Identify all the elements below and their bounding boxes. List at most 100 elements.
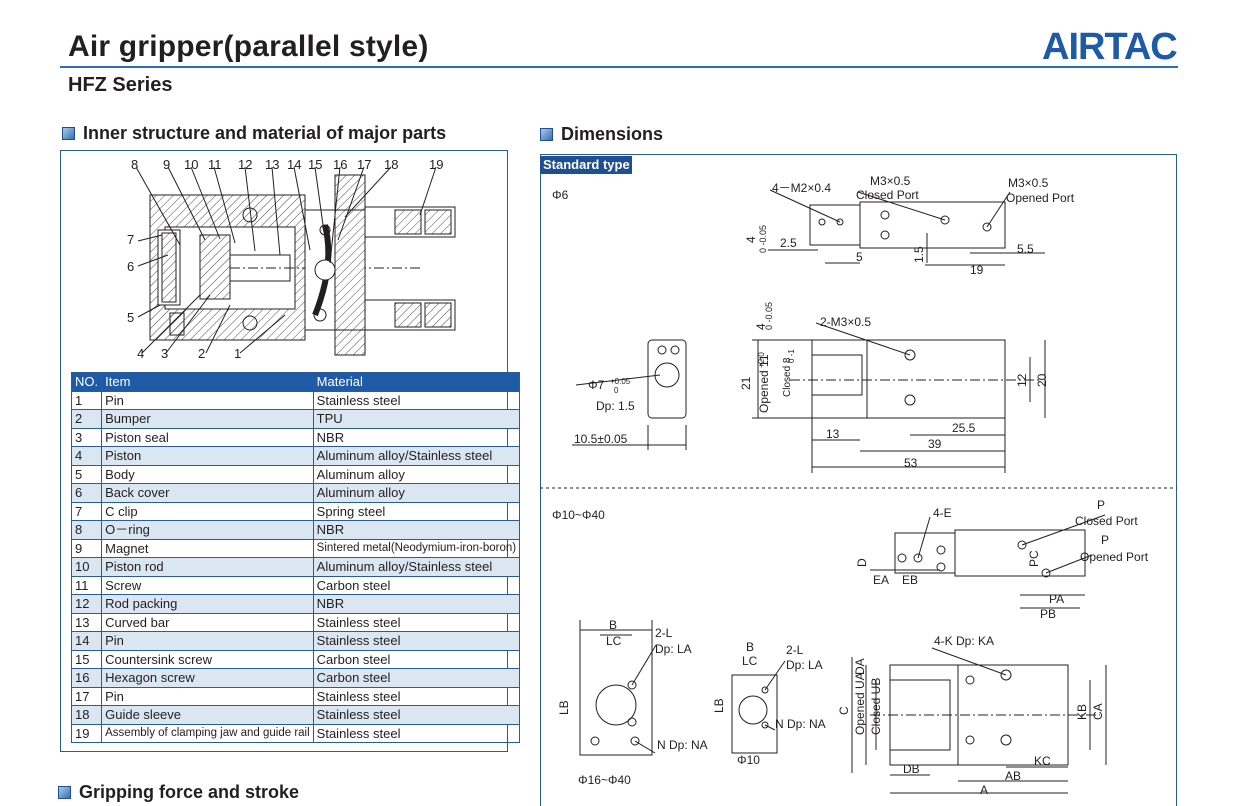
phi16-40-label: Φ16~Φ40 bbox=[578, 773, 631, 787]
bullet-square-icon bbox=[62, 127, 75, 140]
phi7-tol-lo: 0 bbox=[614, 386, 619, 395]
part-item: Screw bbox=[101, 575, 314, 595]
part-no: 1 bbox=[70, 390, 103, 410]
part-material: Carbon steel bbox=[312, 575, 521, 595]
part-item: Curved bar bbox=[101, 612, 314, 632]
closed-ub-label: Closed UB bbox=[869, 678, 883, 735]
part-material: TPU bbox=[312, 409, 521, 429]
dim-4-b: 4 bbox=[754, 323, 768, 330]
dim-1-5: 1.5 bbox=[912, 246, 926, 263]
part-item: Hexagon screw bbox=[101, 668, 314, 688]
m3-opened-label: M3×0.5 bbox=[1008, 176, 1049, 190]
part-no: 3 bbox=[70, 427, 103, 447]
header-item: Item bbox=[101, 372, 314, 392]
part-item: Piston seal bbox=[101, 427, 314, 447]
part-no: 4 bbox=[70, 446, 103, 466]
part-no: 2 bbox=[70, 409, 103, 429]
inner-structure-heading: Inner structure and material of major pa… bbox=[62, 123, 446, 144]
part-item: Pin bbox=[101, 631, 314, 651]
dim-13: 13 bbox=[826, 427, 840, 441]
phi7-tol-up: +0.05 bbox=[610, 377, 631, 386]
part-no: 11 bbox=[70, 575, 103, 595]
header-rule bbox=[60, 66, 1178, 68]
callout-10: 10 bbox=[184, 157, 198, 172]
part-no: 12 bbox=[70, 594, 103, 614]
airtac-logo: AIRTAC bbox=[1042, 26, 1178, 64]
callout-3: 3 bbox=[161, 346, 168, 361]
inner-structure-title: Inner structure and material of major pa… bbox=[83, 123, 447, 143]
part-material: Stainless steel bbox=[312, 723, 521, 743]
dp-la-10-label: Dp: LA bbox=[786, 658, 823, 672]
p-opened-label: P bbox=[1101, 533, 1109, 547]
callout-18: 18 bbox=[384, 157, 398, 172]
opened-port-2-label: Opened Port bbox=[1080, 550, 1149, 564]
phi6-label: Φ6 bbox=[552, 188, 569, 202]
dim-5-5: 5.5 bbox=[1017, 242, 1034, 256]
dim-LB-10: LB bbox=[712, 698, 726, 713]
part-no: 7 bbox=[70, 501, 103, 521]
part-material: Aluminum alloy bbox=[312, 483, 521, 503]
dim-CA: CA bbox=[1091, 703, 1105, 720]
part-material: Carbon steel bbox=[312, 668, 521, 688]
dim-B: B bbox=[609, 618, 617, 632]
callout-13: 13 bbox=[265, 157, 279, 172]
dim-4: 4 bbox=[744, 236, 758, 243]
callout-14: 14 bbox=[287, 157, 301, 172]
n-dp-na-label: N Dp: NA bbox=[657, 738, 708, 752]
dim-LB: LB bbox=[557, 700, 571, 715]
part-no: 9 bbox=[70, 538, 103, 558]
callout-17: 17 bbox=[357, 157, 371, 172]
part-item: Magnet bbox=[101, 538, 314, 558]
m3-2-label: 2-M3×0.5 bbox=[820, 315, 871, 329]
dim-LC-10: LC bbox=[742, 654, 758, 668]
series-name: HFZ Series bbox=[68, 74, 173, 96]
part-material: Aluminum alloy/Stainless steel bbox=[312, 446, 521, 466]
phi7-label: Φ7 bbox=[588, 378, 605, 392]
callout-19: 19 bbox=[429, 157, 443, 172]
p-closed-label: P bbox=[1097, 498, 1105, 512]
part-material: NBR bbox=[312, 520, 521, 540]
header-no: NO. bbox=[70, 372, 103, 392]
callout-11: 11 bbox=[208, 157, 222, 172]
part-material: NBR bbox=[312, 594, 521, 614]
dim-AB: AB bbox=[1005, 769, 1021, 783]
callout-9: 9 bbox=[163, 157, 170, 172]
standard-type-tag: Standard type bbox=[540, 156, 632, 174]
part-item: O－ring bbox=[101, 520, 314, 540]
part-item: Body bbox=[101, 464, 314, 484]
part-item: Pin bbox=[101, 686, 314, 706]
part-item: Piston bbox=[101, 446, 314, 466]
dimensions-heading: Dimensions bbox=[540, 124, 663, 145]
part-no: 13 bbox=[70, 612, 103, 632]
part-item: Pin bbox=[101, 390, 314, 410]
part-item: Rod packing bbox=[101, 594, 314, 614]
part-item: C clip bbox=[101, 501, 314, 521]
dim-D: D bbox=[855, 558, 869, 567]
part-material: Aluminum alloy bbox=[312, 464, 521, 484]
part-no: 6 bbox=[70, 483, 103, 503]
callout-7: 7 bbox=[127, 232, 134, 247]
dim-B-10: B bbox=[746, 640, 754, 654]
part-no: 18 bbox=[70, 705, 103, 725]
part-material: Carbon steel bbox=[312, 649, 521, 669]
dim-PB: PB bbox=[1040, 607, 1056, 621]
phi10-40-label: Φ10~Φ40 bbox=[552, 508, 605, 522]
dp-1-5-label: Dp: 1.5 bbox=[596, 399, 635, 413]
callout-12: 12 bbox=[238, 157, 252, 172]
opened-ua-label: Opened UA bbox=[853, 672, 867, 735]
dim-5: 5 bbox=[856, 250, 863, 264]
part-no: 5 bbox=[70, 464, 103, 484]
callout-8: 8 bbox=[131, 157, 138, 172]
dim-DB: DB bbox=[903, 762, 920, 776]
dim-2-5: 2.5 bbox=[780, 236, 797, 250]
part-no: 8 bbox=[70, 520, 103, 540]
